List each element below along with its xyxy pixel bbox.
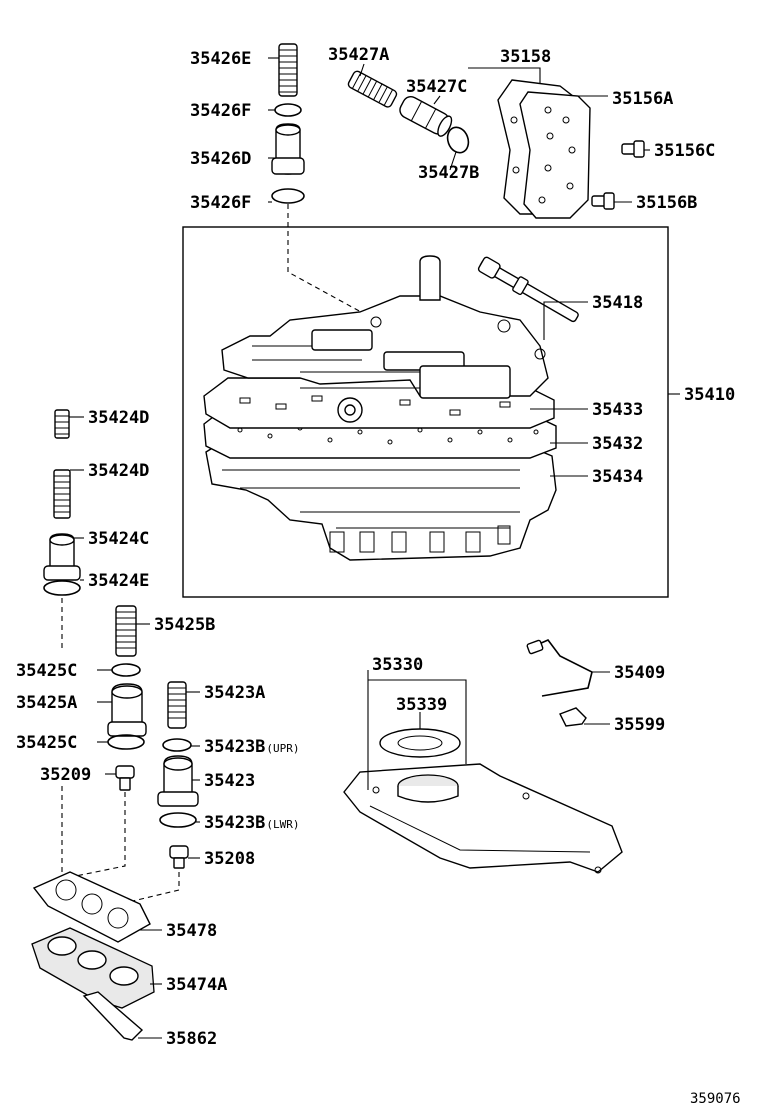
label-35330: 35330 [372,655,423,675]
spring-35425B-drawing [115,605,137,657]
oring-35425C-bottom-drawing [107,734,145,750]
label-35425C-bottom: 35425C [16,733,77,753]
valve-body-35410-frame [182,226,669,598]
label-35410: 35410 [684,385,735,405]
label-35339: 35339 [396,695,447,715]
oring-35424E-drawing [43,580,81,596]
plug-35423-drawing [157,755,199,807]
ring-35339-drawing [379,728,461,758]
spring-35423A-drawing [167,681,187,729]
strainer-35330-drawing [343,763,623,874]
valve-35427C-drawing [399,96,453,137]
label-35424D-bottom: 35424D [88,461,149,481]
label-35424D-top: 35424D [88,408,149,428]
label-35427A: 35427A [328,45,389,65]
label-35423: 35423 [204,771,255,791]
label-35156A: 35156A [612,89,673,109]
label-35423B-upr: 35423B(UPR) [204,737,300,757]
spring-35424D-top-drawing [54,409,70,439]
bolt-35156B-drawing [591,192,615,210]
plug-35424C-drawing [43,533,81,581]
label-35432: 35432 [592,434,643,454]
label-35424E: 35424E [88,571,149,591]
spring-35426E-drawing [278,43,298,97]
oring-35423B-lwr-drawing [159,812,197,828]
label-35156B: 35156B [636,193,697,213]
label-35156C: 35156C [654,141,715,161]
label-35599: 35599 [614,715,665,735]
bolt-35209-drawing [115,765,135,791]
bolt-35208-drawing [169,845,189,869]
label-35424C: 35424C [88,529,149,549]
bolt-35156C-drawing [621,140,645,158]
label-35425B: 35425B [154,615,215,635]
label-35425A: 35425A [16,693,77,713]
label-35434: 35434 [592,467,643,487]
label-35433: 35433 [592,400,643,420]
valve-body-35410-drawing [203,255,557,561]
label-35158: 35158 [500,47,551,67]
label-35427B: 35427B [418,163,479,183]
plug-35426D-drawing [271,123,305,175]
label-35209: 35209 [40,765,91,785]
label-35427C: 35427C [406,77,467,97]
label-35418: 35418 [592,293,643,313]
label-35478: 35478 [166,921,217,941]
gasket-35478-drawing [32,871,151,943]
oring-35426F-bottom-drawing [271,188,305,204]
label-35426E: 35426E [190,49,251,69]
label-35425C-top: 35425C [16,661,77,681]
pin-35418-drawing [477,256,579,323]
plug-35425A-drawing [107,683,147,737]
spring-35424D-bottom-drawing [53,469,71,519]
oring-35423B-upr-drawing [162,738,192,752]
oring-35426F-top-drawing [274,103,302,117]
label-35426F-top: 35426F [190,101,251,121]
bracket-35862-drawing [82,991,144,1041]
label-35862: 35862 [166,1029,217,1049]
solenoid-35474A-drawing [31,927,155,1009]
label-35423A: 35423A [204,683,265,703]
label-35426F-bottom: 35426F [190,193,251,213]
plate-35158-drawing [497,79,591,219]
label-35208: 35208 [204,849,255,869]
clip-35409-drawing [526,639,593,697]
label-35409: 35409 [614,663,665,683]
label-35426D: 35426D [190,149,251,169]
catalog-number: 359076 [690,1091,741,1107]
label-35423B-lwr: 35423B(LWR) [204,813,300,833]
clip-35599-drawing [559,707,587,727]
oring-35425C-top-drawing [111,663,141,677]
spring-35427A-drawing [347,70,398,108]
oring-35427B-drawing [446,126,470,154]
label-35474A: 35474A [166,975,227,995]
